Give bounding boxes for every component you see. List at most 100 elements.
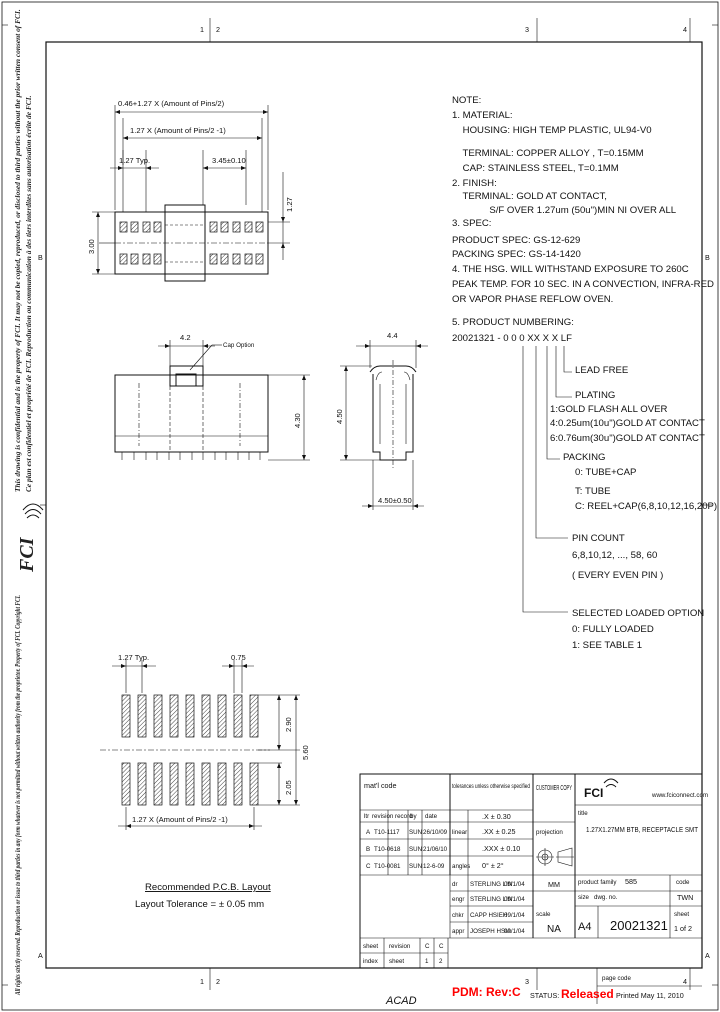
key-lead-free: LEAD FREE <box>575 365 628 376</box>
zone-bottom-3: 3 <box>525 977 529 986</box>
key-plating-option: 4:0.25um(10u")GOLD AT CONTACT <box>550 418 705 429</box>
dim-cap-length: 3.45±0.10 <box>212 156 246 165</box>
dim-height-300: 3.00 <box>87 239 96 254</box>
footer-printed: Printed May 11, 2010 <box>616 991 684 1000</box>
index-hdr: index <box>363 958 379 965</box>
part-number-template: 20021321 - 0 0 0 XX X X LF <box>452 333 572 344</box>
zone-bottom-2: 2 <box>216 977 220 986</box>
tb-sheet-label: sheet <box>674 911 689 918</box>
note-line: CAP: STAINLESS STEEL, T=0.1MM <box>452 163 619 174</box>
footer-pdm-rev: PDM: Rev:C <box>452 985 521 999</box>
sign-date: 09/1/04 <box>504 928 525 935</box>
tol-label: linear <box>452 829 467 836</box>
dim-pcb-pad-width: 0.75 <box>231 653 246 662</box>
note-line: 1. MATERIAL: <box>452 110 513 121</box>
key-pin-count-range: 6,8,10,12, ..., 58, 60 <box>572 550 657 561</box>
tol-value: .XXX ± 0.10 <box>482 844 520 853</box>
dim-overall-length: 0.46+1.27 X (Amount of Pins/2) <box>118 99 225 108</box>
index-hdr: 2 <box>439 958 443 965</box>
sign-name: JOSEPH HSIA <box>470 928 512 935</box>
end-view <box>340 340 428 510</box>
tb-dwg-label: dwg. no. <box>594 894 618 901</box>
tb-product-family-label: product family <box>578 879 617 886</box>
tb-dwg-value: 20021321 <box>610 918 668 933</box>
zone-top-3: 3 <box>525 25 529 34</box>
footer-status-value: Released <box>561 987 614 1001</box>
sign-role: dr <box>452 881 458 888</box>
sign-role: engr <box>452 896 464 903</box>
rev-date: 12-6-09 <box>423 863 445 870</box>
sign-role: chkr <box>452 912 464 919</box>
side-notice-fr: Ce plan est confidentiel et propriété de… <box>24 95 33 492</box>
tol-label: angles <box>452 863 470 870</box>
footer-acad: ACAD <box>385 995 417 1007</box>
dim-pcb-pitch: 1.27 Typ. <box>118 653 149 662</box>
note-line: PEAK TEMP. FOR 10 SEC. IN A CONVECTION, … <box>452 279 714 290</box>
rev-by: SUN <box>409 846 422 853</box>
dim-pitch-vertical: 1.27 <box>285 197 294 212</box>
tb-code-value: TWN <box>677 893 693 902</box>
key-packing-title: PACKING <box>563 452 605 463</box>
index-hdr: sheet <box>389 958 404 965</box>
footer-page-code: page code <box>602 975 631 982</box>
key-plating-option: 6:0.76um(30u")GOLD AT CONTACT <box>550 433 705 444</box>
top-view-vertical-dims <box>92 172 290 275</box>
dim-pcb-span: 1.27 X (Amount of Pins/2 -1) <box>132 815 228 824</box>
tb-brand: FCI <box>584 786 603 800</box>
note-line: PRODUCT SPEC: GS-12-629 <box>452 235 580 246</box>
numbering-key: LEAD FREE PLATING 1:GOLD FLASH ALL OVER … <box>550 365 717 651</box>
note-line: TERMINAL: GOLD AT CONTACT, <box>452 191 607 202</box>
label-cap-option: Cap Option <box>223 342 255 349</box>
footer-status-label: STATUS: <box>530 991 559 1000</box>
dim-pcb-total: 5.60 <box>301 745 310 760</box>
key-plating-title: PLATING <box>575 390 615 401</box>
tb-scale-value: NA <box>547 924 561 935</box>
note-line: PACKING SPEC: GS-14-1420 <box>452 249 581 260</box>
tb-size-value: A4 <box>578 921 591 933</box>
key-packing-option: C: REEL+CAP(6,8,10,12,16,20P) <box>575 501 717 512</box>
tb-scale-label: scale <box>536 911 551 918</box>
zone-right-b: B <box>705 253 710 262</box>
dim-cap-width: 4.2 <box>180 333 191 342</box>
rev-by: SUN <box>409 829 422 836</box>
sheet-hdr: C <box>439 943 444 950</box>
tb-sheet-index: sheet revision C C index sheet 1 2 <box>363 943 444 965</box>
note-line: NOTE: <box>452 95 481 106</box>
sign-role: appr <box>452 928 464 935</box>
pcb-layout <box>100 660 300 830</box>
rev-by: SUN <box>409 863 422 870</box>
tb-projection-label: projection <box>536 829 563 836</box>
note-line: OR VAPOR PHASE REFLOW OVEN. <box>452 294 613 305</box>
fci-logo-text: FCI <box>16 536 38 573</box>
zone-left-b: B <box>38 253 43 262</box>
key-loaded-option: 0: FULLY LOADED <box>572 624 654 635</box>
key-plating-option: 1:GOLD FLASH ALL OVER <box>550 404 668 415</box>
numbering-leaders <box>522 346 572 613</box>
note-line: S/F OVER 1.27um (50u")MIN NI OVER ALL <box>452 205 677 216</box>
index-hdr: 1 <box>425 958 429 965</box>
pcb-caption-title: Recommended P.C.B. Layout <box>145 882 271 893</box>
tb-tolerances-header: tolerances unless otherwise specified <box>452 783 530 790</box>
note-line: TERMINAL: COPPER ALLOY , T=0.15MM <box>452 148 644 159</box>
tb-rev-header-ltr: ltr <box>364 813 369 820</box>
sheet-hdr: C <box>425 943 430 950</box>
zone-top-4: 4 <box>683 25 687 34</box>
dim-end-height: 4.50 <box>335 409 344 424</box>
note-line: HOUSING: HIGH TEMP PLASTIC, UL94-V0 <box>452 125 652 136</box>
tb-product-family-value: 585 <box>625 877 637 886</box>
top-view-contacts <box>119 221 264 265</box>
dim-end-base: 4.50±0.50 <box>378 496 412 505</box>
note-line: 2. FINISH: <box>452 178 497 189</box>
pcb-caption-tolerance: Layout Tolerance = ± 0.05 mm <box>135 899 264 910</box>
rev-eco: T10-0618 <box>374 846 401 853</box>
dim-pitch-typ: 1.27 Typ. <box>119 156 150 165</box>
tb-code-label: code <box>676 879 690 886</box>
rev-eco: T10-0081 <box>374 863 401 870</box>
tb-title-label: title <box>578 810 588 817</box>
sign-date: 09/1/04 <box>504 881 525 888</box>
zone-top-1: 1 <box>200 25 204 34</box>
zone-bottom-4: 4 <box>683 977 687 986</box>
dim-end-width: 4.4 <box>387 331 398 340</box>
sign-date: 09/1/04 <box>504 912 525 919</box>
